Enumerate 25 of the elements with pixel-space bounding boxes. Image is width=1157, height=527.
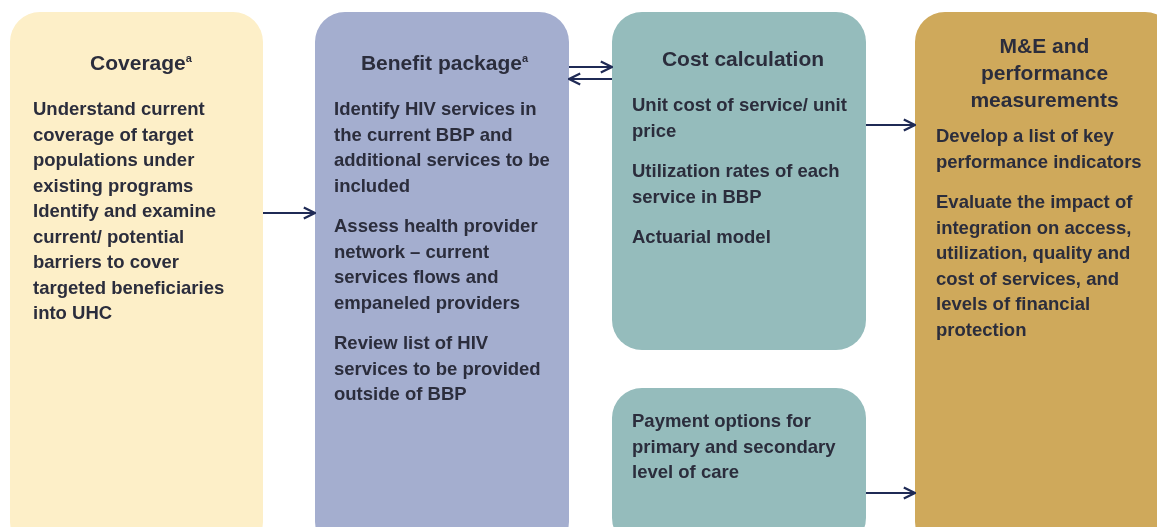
stage-panel [315, 12, 569, 527]
panel-heading: Coverage$^{a}$ [89, 50, 193, 76]
stage-panel [612, 388, 866, 527]
panel-text: Evaluate the impact of integration on access, utilization, quality and cost of services, and levels of financial protection [936, 190, 1134, 342]
panel-heading: Benefit package$^{a}$ [359, 50, 530, 76]
panel-text: Unit cost of service/ unit price [632, 93, 848, 143]
stage-panel [915, 12, 1157, 527]
panel-heading: Cost calculation [660, 46, 826, 72]
panel-heading: M&E and performance measurements [969, 33, 1120, 113]
panel-text: Actuarial model [632, 225, 772, 249]
panel-text: Develop a list of key performance indicators [936, 124, 1143, 174]
panel-text: Assess health provider network – current services flows and empaneled providers [334, 214, 539, 315]
stage-panel [10, 12, 263, 527]
stage-panel [612, 12, 866, 350]
panel-text: Identify and examine current/ potential barriers to cover targeted beneficiaries into UHC [33, 199, 226, 325]
arrow [865, 118, 917, 132]
arrow [568, 60, 614, 74]
arrow [262, 206, 317, 220]
panel-text: Utilization rates of each service in BBP [632, 159, 841, 209]
panel-text: Identify HIV services in the current BBP and additional services to be included [334, 97, 551, 198]
panel-text: Review list of HIV services to be provided outside of BBP [334, 331, 542, 406]
arrow [865, 486, 917, 500]
panel-text: Understand current coverage of target populations under existing programs [33, 97, 206, 198]
panel-text: Payment options for primary and secondary level of care [632, 409, 837, 484]
arrow [567, 72, 613, 86]
